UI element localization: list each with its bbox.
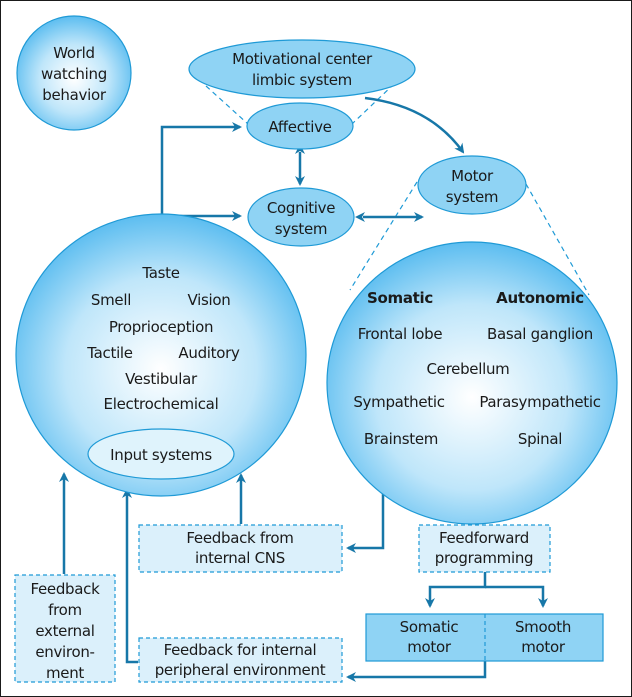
somatic-motor-line-2: motor — [407, 638, 452, 656]
somatic-motor-line-1: Somatic — [400, 618, 459, 636]
cognitive-line-2: system — [275, 220, 327, 238]
projection-lines — [205, 83, 590, 296]
feedback-external-box: Feedback from external environ- ment — [14, 574, 116, 683]
limbic-affective-right-line — [351, 83, 395, 125]
motor-item-parasympathetic: Parasympathetic — [479, 393, 600, 411]
world-watching-line-1: World — [53, 44, 95, 62]
cognitive-line-1: Cognitive — [267, 199, 335, 217]
affective-node: Affective — [246, 102, 354, 150]
world-watching-line-2: watching — [41, 65, 107, 83]
motor-header-somatic: Somatic — [367, 289, 433, 307]
motor-sphere-right-line — [525, 183, 590, 296]
feedback-external-line-5: ment — [46, 664, 84, 682]
affective-label: Affective — [268, 118, 331, 136]
feedback-external-line-4: environ- — [35, 643, 94, 661]
motor-sphere-left-line — [349, 181, 418, 291]
cognitive-system-node: Cognitive system — [247, 187, 355, 247]
feedback-internal-cns-box: Feedback from internal CNS — [138, 524, 343, 573]
feedback-peripheral-box: Feedback for internal peripheral environ… — [138, 637, 343, 683]
motivational-center-line-2: limbic system — [252, 71, 352, 89]
motor-item-spinal: Spinal — [518, 430, 562, 448]
motor-system-node: Motor system — [417, 155, 527, 215]
motor-item-basal-ganglion: Basal ganglion — [487, 325, 593, 343]
feedback-external-line-2: from — [48, 601, 82, 619]
motor-system-line-1: Motor — [451, 167, 494, 185]
motivational-center-line-1: Motivational center — [232, 50, 373, 68]
feedback-cns-line-2: internal CNS — [195, 549, 285, 567]
input-systems-sphere: Taste Smell Vision Proprioception Tactil… — [15, 213, 307, 497]
input-item-smell: Smell — [91, 291, 131, 309]
input-item-electrochemical: Electrochemical — [104, 395, 219, 413]
input-systems-inner-ellipse — [87, 428, 235, 480]
limbic-affective-left-line — [205, 85, 249, 125]
motor-sphere: Somatic Autonomic Frontal lobe Basal gan… — [326, 241, 618, 525]
input-systems-label: Input systems — [110, 446, 212, 464]
input-item-proprioception: Proprioception — [109, 318, 213, 336]
motor-item-brainstem: Brainstem — [364, 430, 438, 448]
input-to-affective-arrow — [160, 122, 242, 240]
motor-item-sympathetic: Sympathetic — [353, 393, 444, 411]
feedforward-programming-box: Feedforward programming — [418, 524, 551, 573]
input-item-auditory: Auditory — [178, 344, 240, 362]
feedback-external-line-1: Feedback — [30, 580, 100, 598]
motor-output-boxes: Somatic motor Smooth motor — [365, 613, 604, 662]
feedforward-to-smooth-arrow — [485, 585, 548, 608]
smooth-motor-line-2: motor — [521, 638, 566, 656]
feedback-peripheral-line-2: peripheral environment — [155, 661, 326, 679]
peripheral-feedback-arrow — [122, 488, 138, 664]
input-item-tactile: Tactile — [86, 344, 133, 362]
input-item-vision: Vision — [188, 291, 231, 309]
limbic-to-motor-arrow — [364, 96, 465, 154]
input-item-vestibular: Vestibular — [125, 370, 198, 388]
world-watching-line-3: behavior — [42, 86, 107, 104]
motor-system-line-2: system — [446, 188, 498, 206]
feedback-external-line-3: external — [35, 622, 94, 640]
feedforward-line-2: programming — [435, 549, 534, 567]
input-item-taste: Taste — [141, 264, 179, 282]
world-watching-node: World watching behavior — [16, 15, 132, 131]
feedback-cns-line-1: Feedback from — [186, 529, 293, 547]
feedforward-line-1: Feedforward — [439, 529, 529, 547]
feedback-peripheral-line-1: Feedback for internal — [164, 641, 317, 659]
motor-to-peripheral-feedback-arrow — [346, 660, 487, 682]
feedforward-to-somatic-arrow — [425, 572, 487, 608]
motivational-center-node: Motivational center limbic system — [188, 39, 416, 99]
motor-header-autonomic: Autonomic — [496, 289, 584, 307]
motor-item-frontal-lobe: Frontal lobe — [358, 325, 443, 343]
smooth-motor-line-1: Smooth — [515, 618, 571, 636]
motor-item-cerebellum: Cerebellum — [427, 360, 510, 378]
motor-to-cns-feedback-arrow — [346, 470, 385, 553]
